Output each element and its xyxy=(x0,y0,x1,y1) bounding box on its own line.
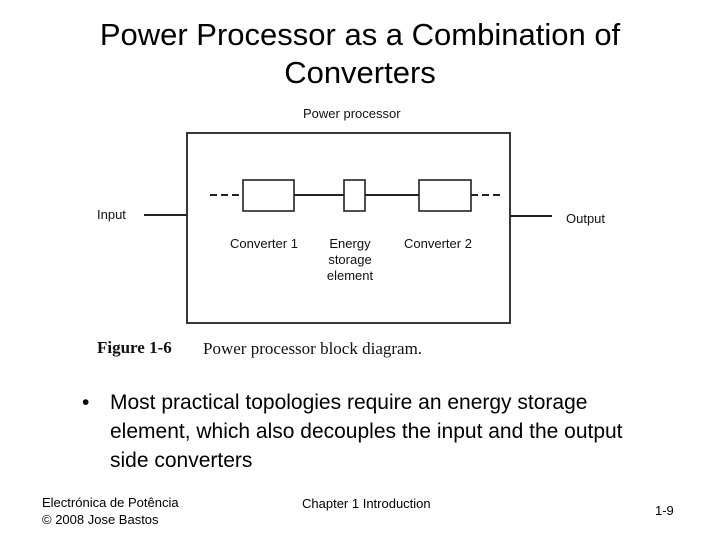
energy-storage-label-3: element xyxy=(327,268,374,283)
power-processor-box-title: Power processor xyxy=(303,106,401,121)
figure-number: Figure 1-6 xyxy=(97,338,172,357)
power-processor-box xyxy=(186,132,511,324)
slide-title-line2: Converters xyxy=(284,55,436,90)
footer-copyright: © 2008 Jose Bastos xyxy=(42,512,159,527)
bullet-text: Most practical topologies require an ene… xyxy=(110,391,623,472)
footer-chapter: Chapter 1 Introduction xyxy=(302,496,431,511)
converter-1-block xyxy=(242,179,295,212)
energy-storage-label-2: storage xyxy=(328,252,371,267)
footer-left: Electrónica de Potência © 2008 Jose Bast… xyxy=(42,494,179,528)
energy-storage-block xyxy=(343,179,366,212)
footer-course: Electrónica de Potência xyxy=(42,495,179,510)
slide-title-line1: Power Processor as a Combination of xyxy=(99,17,621,52)
converter-2-block xyxy=(418,179,472,212)
figure-caption: Power processor block diagram. xyxy=(203,339,422,358)
energy-storage-label-1: Energy xyxy=(329,236,371,251)
footer-page-number: 1-9 xyxy=(655,503,674,518)
input-label: Input xyxy=(97,207,126,222)
converter-1-label: Converter 1 xyxy=(230,236,298,251)
output-label: Output xyxy=(566,211,605,226)
converter-2-label: Converter 2 xyxy=(404,236,472,251)
bullet-marker: • xyxy=(82,391,90,414)
slide-title: Power Processor as a Combination of Conv… xyxy=(60,16,660,92)
bullet-point: • Most practical topologies require an e… xyxy=(82,388,662,475)
